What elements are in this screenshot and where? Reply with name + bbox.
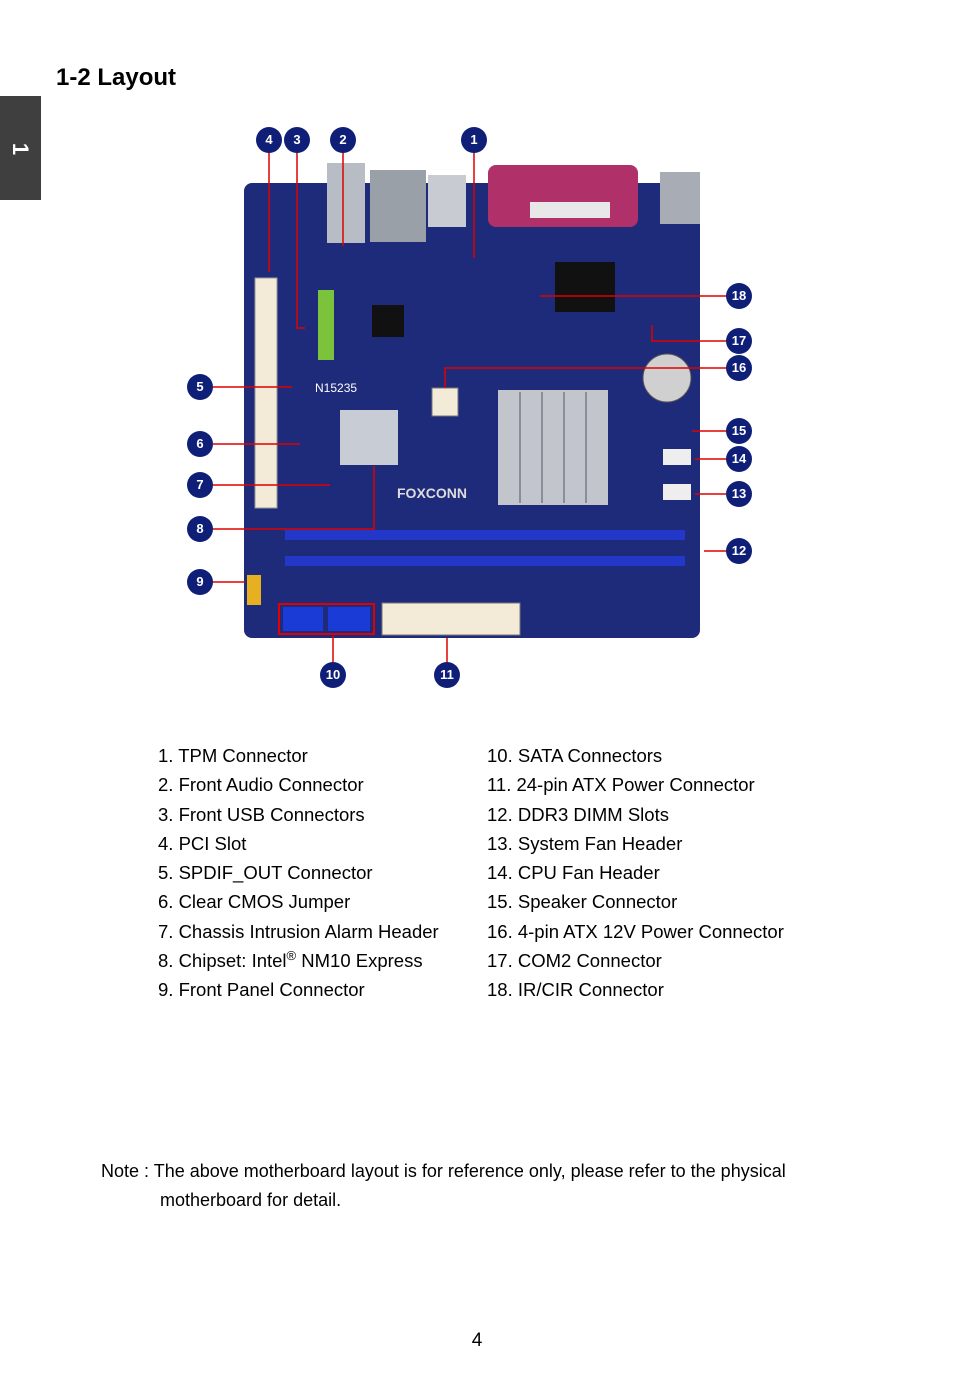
legend-item: 6. Clear CMOS Jumper [158,891,351,913]
legend-item: 7. Chassis Intrusion Alarm Header [158,920,439,942]
callout-13: 13 [726,481,752,507]
legend-item: 12. DDR3 DIMM Slots [487,803,669,825]
legend-item: 2. Front Audio Connector [158,774,364,796]
callout-3: 3 [284,127,310,153]
green-header [318,290,334,360]
super-io-chip [555,262,615,312]
legend-item: 9. Front Panel Connector [158,979,365,1001]
callout-17: 17 [726,328,752,354]
note: Note : The above motherboard layout is f… [101,1157,786,1215]
cpu-fan-header [663,449,691,465]
callout-2: 2 [330,127,356,153]
chipset-heatsink [340,410,398,465]
callout-14: 14 [726,446,752,472]
callout-16: 16 [726,355,752,381]
callout-11: 11 [434,662,460,688]
cmos-battery [642,353,692,403]
legend-item: 3. Front USB Connectors [158,803,365,825]
callout-6: 6 [187,431,213,457]
legend-item: 8. Chipset: Intel® NM10 Express [158,946,439,975]
sata-2 [328,607,370,631]
pci-slot [254,277,278,509]
model-text: N15235 [315,381,357,395]
leader-3 [296,152,305,329]
cpu-heatsink [498,390,608,505]
legend-item: 17. COM2 Connector [487,950,662,972]
motherboard-figure: FOXCONN N15235 1 2 3 4 5 6 7 8 9 [187,127,752,688]
page-number: 4 [471,1330,483,1351]
registered-mark: ® [286,947,297,963]
audio-chip [372,305,404,337]
legend-item: 11. 24-pin ATX Power Connector [487,774,755,796]
dimm-slot-1 [285,530,685,540]
legend-item: 4. PCI Slot [158,832,247,854]
front-panel-header [247,575,261,605]
callout-10: 10 [320,662,346,688]
legend-item: 14. CPU Fan Header [487,862,660,884]
ps2-port [660,172,700,224]
callout-1: 1 [461,127,487,153]
callout-9: 9 [187,569,213,595]
legend-item: 15. Speaker Connector [487,891,678,913]
motherboard-diagram: FOXCONN N15235 [213,152,726,662]
lan-port [370,170,426,242]
legend-item: 16. 4-pin ATX 12V Power Connector [487,920,784,942]
usb-ports [428,175,466,227]
leader-16 [444,367,726,388]
legend-text: NM10 Express [296,950,423,972]
leader-8 [213,466,375,530]
callout-15: 15 [726,418,752,444]
legend-item: 18. IR/CIR Connector [487,979,664,1001]
dimm-slot-2 [285,556,685,566]
chapter-tab: 1 [0,96,41,200]
note-line-2: motherboard for detail. [160,1190,342,1210]
callout-18: 18 [726,283,752,309]
callout-12: 12 [726,538,752,564]
callout-5: 5 [187,374,213,400]
leader-17 [651,325,726,342]
callout-8: 8 [187,516,213,542]
legend-left: 1. TPM Connector 2. Front Audio Connecto… [158,741,439,1005]
legend-right: 10. SATA Connectors 11. 24-pin ATX Power… [487,741,784,1005]
legend-item: 10. SATA Connectors [487,745,663,766]
audio-jack-block [327,163,365,243]
legend-text: 8. Chipset: Intel [158,950,287,972]
atx24-connector [381,602,521,636]
pcb [244,183,700,638]
callout-4: 4 [256,127,282,153]
legend-item: 5. SPDIF_OUT Connector [158,862,373,884]
note-line-1: Note : The above motherboard layout is f… [101,1161,786,1181]
section-title: 1-2 Layout [56,64,177,91]
legend-item: 1. TPM Connector [158,745,308,766]
callout-7: 7 [187,472,213,498]
sata-highlight [278,603,375,635]
brand-text: FOXCONN [397,485,467,501]
atx12v-connector [431,387,459,417]
sys-fan-header [663,484,691,500]
sata-1 [283,607,323,631]
legend-item: 13. System Fan Header [487,832,683,854]
sticker [530,202,610,218]
